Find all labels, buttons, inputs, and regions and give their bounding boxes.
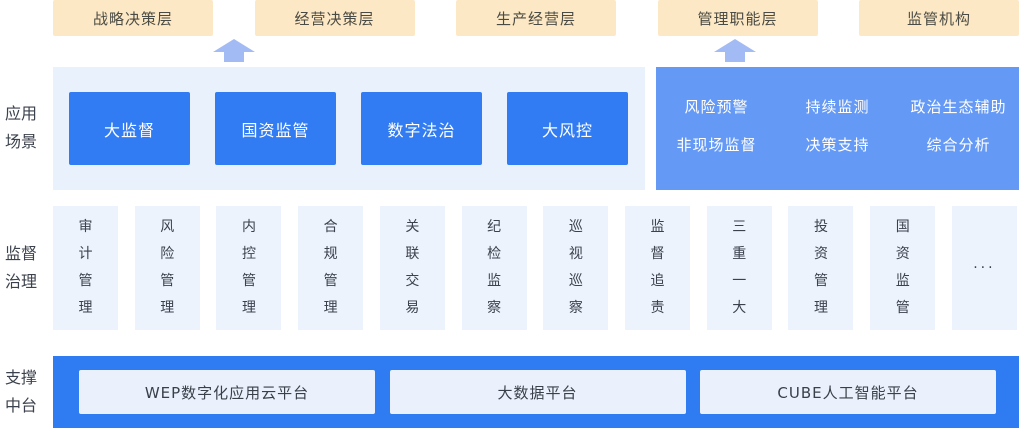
ellipsis-label: ··· — [973, 260, 996, 276]
app-button-big-risk-control: 大风控 — [507, 92, 628, 165]
platform-box-cube-ai: CUBE人工智能平台 — [700, 370, 996, 414]
layer-box-strategic-decision: 战略决策层 — [53, 0, 213, 36]
governance-card-label: 关联交易 — [405, 219, 420, 316]
section-label-app-scenarios: 应用 场景 — [2, 100, 40, 156]
governance-card-state-asset: 国资监管 — [870, 206, 936, 330]
section-label-line: 支撑 — [4, 368, 37, 387]
governance-card-related-transaction: 关联交易 — [379, 206, 445, 330]
platform-bar: WEP数字化应用云平台 大数据平台 CUBE人工智能平台 — [53, 356, 1019, 428]
governance-card-patrol-inspection: 巡视巡察 — [543, 206, 609, 330]
governance-card-audit: 审计管理 — [53, 206, 118, 330]
function-item-risk-warning: 风险预警 — [684, 97, 749, 116]
governance-card-label: 国资监管 — [895, 219, 910, 316]
app-button-digital-rule-of-law: 数字法治 — [361, 92, 482, 165]
governance-card-label: 监督追责 — [650, 219, 665, 316]
app-scenarios-panel: 大监督 国资监管 数字法治 大风控 — [53, 67, 645, 190]
governance-card-label: 巡视巡察 — [568, 219, 583, 316]
function-item-offsite-supervision: 非现场监督 — [676, 135, 757, 154]
up-arrow-icon — [714, 39, 756, 62]
layer-box-regulator: 监管机构 — [859, 0, 1019, 36]
section-label-line: 治理 — [4, 272, 37, 291]
function-panel: 风险预警 持续监测 政治生态辅助 非现场监督 决策支持 综合分析 — [656, 67, 1019, 190]
layer-box-business-decision: 经营决策层 — [254, 0, 415, 36]
governance-card-discipline-inspection: 纪检监察 — [461, 206, 527, 330]
section-label-line: 应用 — [4, 104, 37, 123]
governance-card-internal-control: 内控管理 — [216, 206, 282, 330]
governance-card-compliance: 合规管理 — [298, 206, 364, 330]
app-button-state-asset-supervision: 国资监管 — [215, 92, 336, 165]
function-item-decision-support: 决策支持 — [805, 135, 870, 154]
platform-box-wep-cloud: WEP数字化应用云平台 — [79, 370, 375, 414]
governance-card-label: 纪检监察 — [487, 219, 502, 316]
function-item-political-ecology-assist: 政治生态辅助 — [910, 97, 1007, 116]
up-arrow-icon — [213, 39, 255, 62]
app-button-big-supervision: 大监督 — [69, 92, 190, 165]
governance-card-label: 内控管理 — [241, 219, 256, 316]
section-label-line: 场景 — [4, 132, 37, 151]
governance-card-risk: 风险管理 — [134, 206, 200, 330]
governance-card-investment: 投资管理 — [788, 206, 854, 330]
platform-box-big-data: 大数据平台 — [389, 370, 686, 414]
layer-box-management-function: 管理职能层 — [657, 0, 818, 36]
section-label-governance: 监督 治理 — [2, 240, 40, 296]
governance-card-label: 风险管理 — [160, 219, 175, 316]
governance-card-accountability: 监督追责 — [625, 206, 691, 330]
governance-card-label: 投资管理 — [813, 219, 828, 316]
governance-card-label: 合规管理 — [323, 219, 338, 316]
top-layer-row: 战略决策层 经营决策层 生产经营层 管理职能层 监管机构 — [53, 0, 1019, 36]
layer-box-production-operation: 生产经营层 — [456, 0, 616, 36]
governance-card-label: 三重一大 — [732, 219, 747, 316]
governance-card-three-major-one-large: 三重一大 — [706, 206, 772, 330]
governance-card-label: 审计管理 — [78, 219, 93, 316]
section-label-platform: 支撑 中台 — [2, 364, 40, 420]
function-item-comprehensive-analysis: 综合分析 — [926, 135, 991, 154]
section-label-line: 中台 — [4, 396, 37, 415]
governance-card-more: ··· — [951, 206, 1017, 330]
section-label-line: 监督 — [4, 244, 37, 263]
function-item-continuous-monitoring: 持续监测 — [805, 97, 870, 116]
governance-card-row: 审计管理 风险管理 内控管理 合规管理 关联交易 纪检监察 巡视巡察 监督追责 … — [53, 206, 1017, 330]
